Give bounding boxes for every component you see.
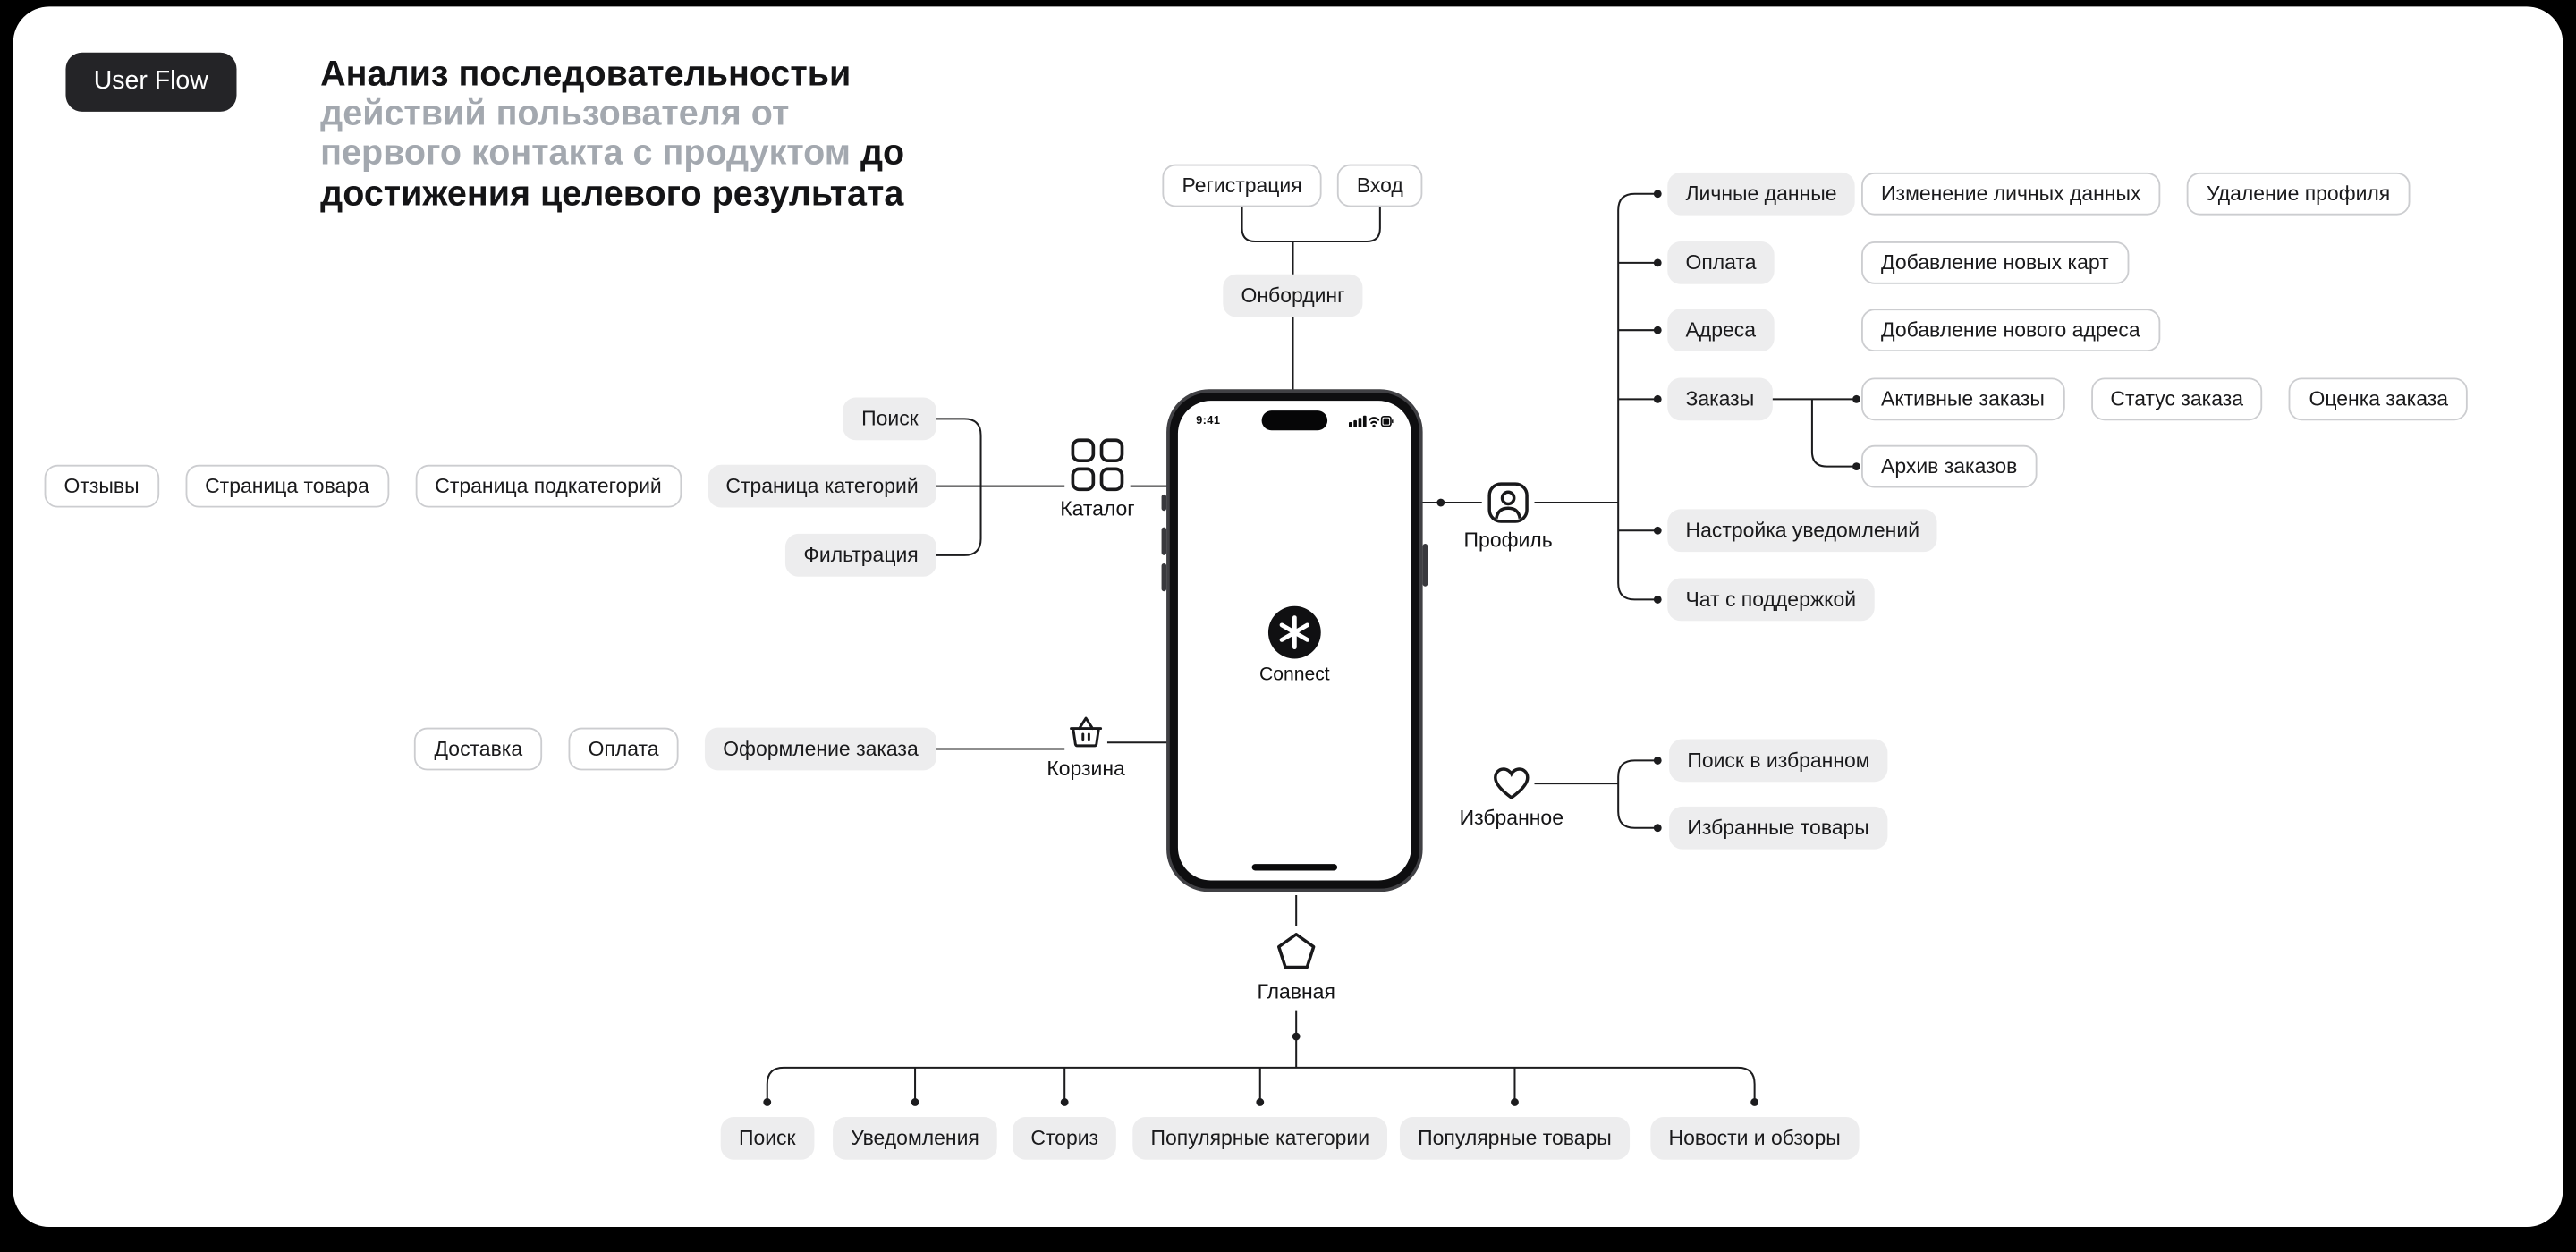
title-line1: Анализ последовательностьи: [320, 54, 852, 94]
node-reviews: Отзывы: [44, 464, 159, 508]
node-home-search: Поиск: [720, 1116, 814, 1160]
orders-branch-connector: [1758, 398, 1859, 468]
node-notifications-settings: Настройка уведомлений: [1667, 509, 1938, 553]
home-indicator: [1251, 864, 1338, 871]
node-home-stories: Сториз: [1013, 1116, 1117, 1160]
catalog-grid-icon: [1071, 438, 1124, 492]
page-title: Анализ последовательностьи действий поль…: [320, 55, 904, 214]
profile-icon: [1487, 482, 1529, 523]
node-personal-delete: Удаление профиля: [2186, 172, 2411, 216]
node-home-news: Новости и обзоры: [1650, 1116, 1859, 1160]
title-line2: действий пользователя от: [320, 94, 790, 134]
status-time: 9:41: [1196, 414, 1221, 427]
node-orders-active: Активные заказы: [1861, 377, 2064, 421]
asterisk-logo-icon: [1267, 605, 1321, 659]
battery-icon: [1380, 415, 1394, 427]
signal-icon: [1348, 414, 1367, 427]
home-label: Главная: [1257, 980, 1335, 1004]
personal-sub-row: Изменение личных данных Удаление профиля: [1861, 172, 2411, 216]
node-product-page: Страница товара: [185, 464, 389, 508]
cart-row: Доставка Оплата Оформление заказа: [414, 727, 936, 771]
node-home-popular-products: Популярные товары: [1399, 1116, 1630, 1160]
favorites-label: Избранное: [1459, 806, 1563, 830]
node-onboarding: Онбординг: [1223, 274, 1363, 317]
orders-sub-row: Активные заказы Статус заказа Оценка зак…: [1861, 377, 2469, 421]
node-favorites-search: Поиск в избранном: [1669, 739, 1888, 782]
dynamic-island: [1261, 410, 1328, 431]
node-personal-edit: Изменение личных данных: [1861, 172, 2161, 216]
brand-name: Connect: [1258, 664, 1330, 685]
favorites-connector: [1534, 759, 1660, 829]
node-home-notifications: Уведомления: [833, 1116, 998, 1160]
node-subcategory-page: Страница подкатегорий: [415, 464, 682, 508]
wifi-icon: [1368, 416, 1380, 424]
power-button: [1422, 543, 1428, 587]
auth-connector: [1241, 207, 1381, 398]
cart-connector: [919, 741, 1174, 750]
volume-up-button: [1161, 527, 1167, 555]
profile-label: Профиль: [1463, 529, 1553, 553]
node-support-chat: Чат с поддержкой: [1667, 578, 1875, 622]
node-order-rate: Оценка заказа: [2289, 377, 2469, 421]
node-add-cards: Добавление новых карт: [1861, 241, 2129, 284]
node-category-page: Страница категорий: [708, 464, 936, 508]
status-icons: [1348, 414, 1394, 427]
wifi-dot: [1372, 423, 1376, 427]
title-line3-gray: первого контакта с продуктом: [320, 133, 851, 173]
phone-screen: 9:41: [1177, 401, 1411, 881]
home-icon: [1276, 932, 1316, 969]
phone-mockup: 9:41: [1161, 389, 1428, 892]
node-profile-payment: Оплата: [1667, 241, 1775, 284]
catalog-connector: [919, 418, 1174, 556]
user-flow-badge: User Flow: [65, 52, 237, 112]
status-bar: 9:41: [1178, 409, 1411, 432]
junction-dots: [763, 190, 1860, 1106]
node-order-status: Статус заказа: [2090, 377, 2264, 421]
basket-icon: [1070, 716, 1103, 748]
title-line3-black: до: [860, 133, 905, 173]
mute-switch: [1161, 494, 1167, 512]
node-catalog-search: Поиск: [843, 397, 936, 441]
catalog-pages-row: Отзывы Страница товара Страница подкатег…: [44, 464, 936, 508]
node-cart-payment: Оплата: [568, 727, 679, 771]
node-personal-data: Личные данные: [1667, 172, 1855, 216]
node-login: Вход: [1336, 164, 1423, 207]
heart-icon: [1494, 767, 1530, 800]
cart-label: Корзина: [1046, 757, 1125, 781]
node-filter: Фильтрация: [785, 533, 936, 577]
node-orders: Заказы: [1667, 377, 1773, 421]
node-add-address: Добавление нового адреса: [1861, 309, 2160, 352]
node-favorites-items: Избранные товары: [1669, 806, 1888, 850]
profile-connector: [1416, 192, 1660, 601]
catalog-label: Каталог: [1060, 497, 1135, 521]
node-home-popular-categories: Популярные категории: [1132, 1116, 1388, 1160]
node-addresses: Адреса: [1667, 309, 1775, 352]
node-checkout: Оформление заказа: [704, 727, 936, 771]
volume-down-button: [1161, 563, 1167, 592]
node-delivery: Доставка: [414, 727, 543, 771]
node-orders-archive: Архив заказов: [1861, 444, 2038, 488]
node-registration: Регистрация: [1162, 164, 1322, 207]
title-line4: достижения целевого результата: [320, 173, 904, 214]
